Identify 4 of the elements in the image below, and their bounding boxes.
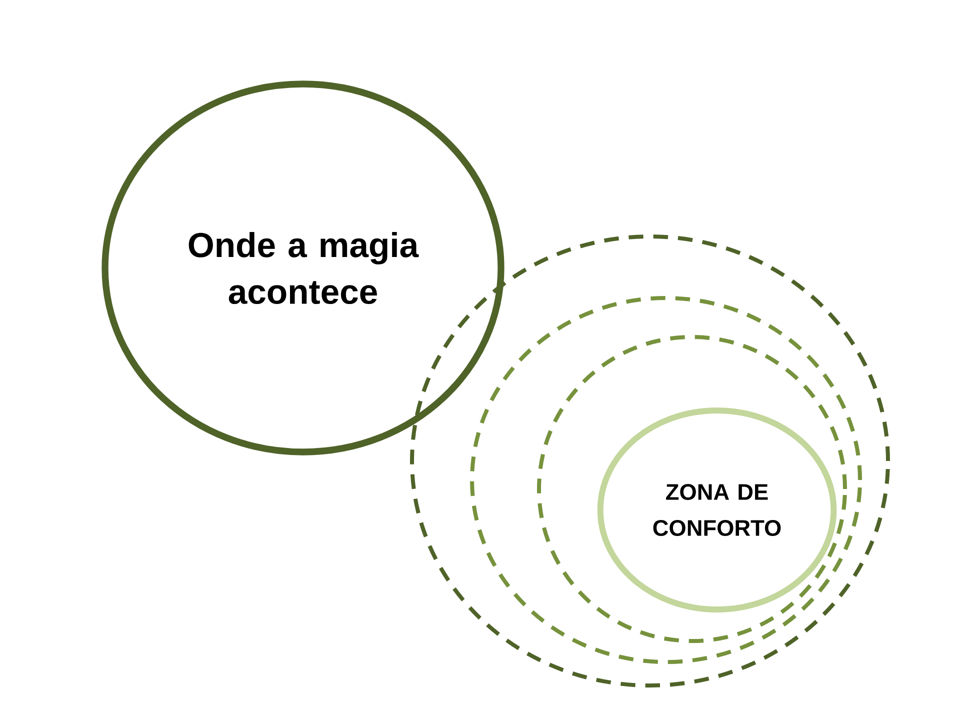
circle-node: Onde a magia acontece <box>102 80 504 456</box>
circle-node: ZONA DE CONFORTO <box>597 408 837 612</box>
dashed-circle <box>470 296 862 664</box>
dashed-circle <box>537 335 847 643</box>
